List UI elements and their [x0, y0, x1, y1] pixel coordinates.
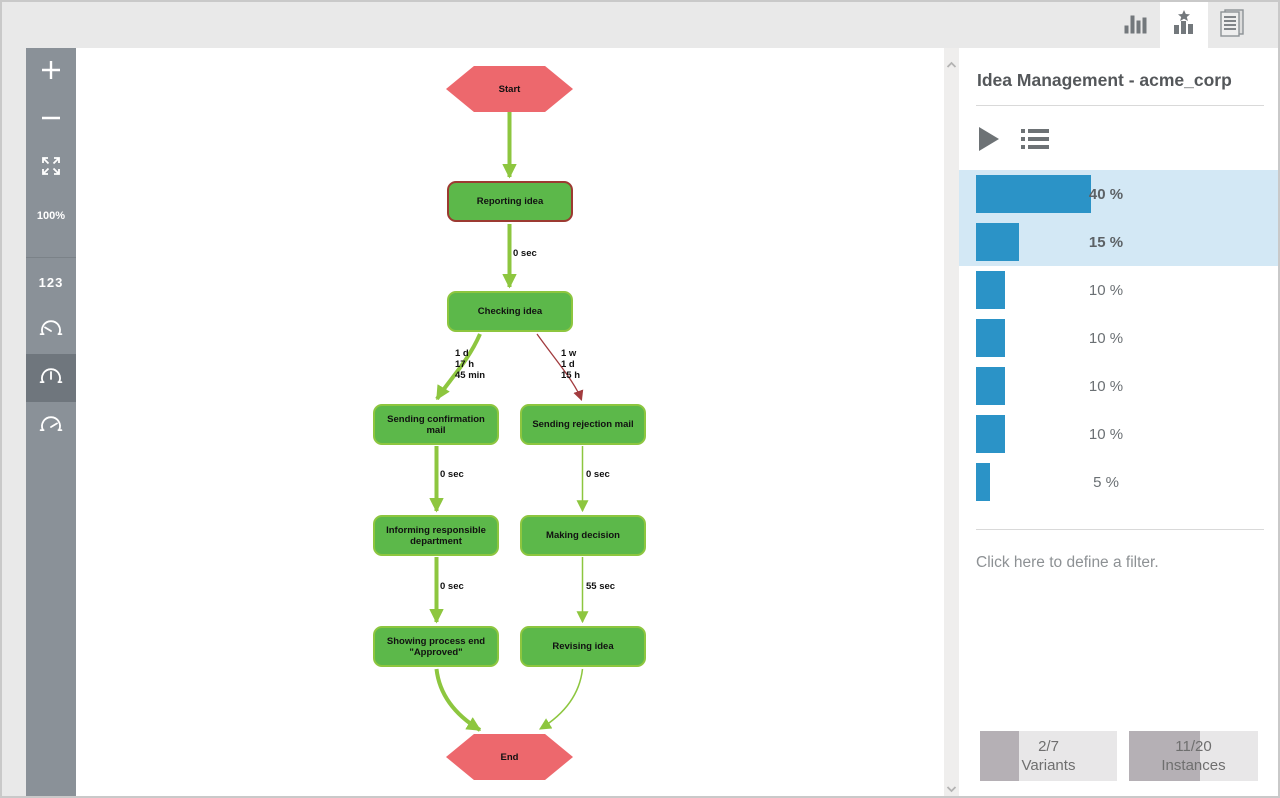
variant-percentage: 10 % [1088, 425, 1124, 443]
variants-sidebar: Idea Management - acme_corp 40 % 15 [959, 48, 1278, 796]
scroll-up-icon[interactable] [946, 56, 957, 68]
edge-duration-label: 0 sec [513, 248, 537, 259]
divider [976, 105, 1264, 106]
node-making-decision[interactable]: Making decision [520, 515, 646, 556]
selection-stats: 2/7 Variants 11/20 Instances [959, 731, 1278, 781]
plus-icon [39, 58, 63, 87]
node-reporting-idea[interactable]: Reporting idea [447, 181, 573, 222]
variant-bar [976, 271, 1005, 309]
node-showing-process-end-approved[interactable]: Showing process end "Approved" [373, 626, 499, 667]
dataset-title: Idea Management - acme_corp [977, 70, 1232, 90]
edge-duration-label: 1 d 17 h 45 min [455, 348, 486, 381]
edge-duration-label: 0 sec [586, 469, 610, 480]
process-map-canvas[interactable]: Start Reporting idea Checking idea Sendi… [76, 48, 944, 796]
star-bars-icon [1169, 8, 1199, 43]
zoom-in-button[interactable] [26, 48, 76, 96]
tab-variants-view[interactable] [1160, 2, 1208, 48]
zoom-level-text: 100% [36, 210, 66, 222]
document-icon [1217, 8, 1247, 43]
edge-duration-label: 0 sec [440, 469, 464, 480]
variant-percentage: 40 % [1088, 185, 1124, 203]
minus-icon [39, 106, 63, 135]
variant-percentage: 10 % [1088, 377, 1124, 395]
node-informing-responsible-department[interactable]: Informing responsible department [373, 515, 499, 556]
node-sending-confirmation-mail[interactable]: Sending confirmation mail [373, 404, 499, 445]
play-animation-button[interactable] [977, 125, 1001, 158]
performance-median-button[interactable] [26, 354, 76, 402]
variant-row-3[interactable]: 10 % [959, 266, 1278, 314]
variant-percentage: 15 % [1088, 233, 1124, 251]
vertical-scrollbar[interactable] [944, 48, 959, 796]
node-label: Start [498, 83, 521, 95]
variant-row-6[interactable]: 10 % [959, 410, 1278, 458]
process-edges [429, 112, 589, 732]
gauge-median-icon [38, 365, 64, 392]
variant-percentage: 5 % [1093, 473, 1119, 491]
expand-arrows-icon [40, 155, 62, 182]
performance-high-button[interactable] [26, 402, 76, 450]
zoom-level-indicator: 100% [26, 192, 76, 240]
variants-label: Variants [1021, 757, 1076, 774]
view-tabs [1112, 2, 1256, 48]
toolbar-divider [26, 240, 76, 258]
variants-stat-box: 2/7 Variants [980, 731, 1117, 781]
variant-list-button[interactable] [1021, 127, 1049, 156]
edge-duration-label: 0 sec [440, 581, 464, 592]
variant-bar [976, 463, 991, 501]
variant-bar [976, 319, 1005, 357]
node-label: Sending rejection mail [532, 419, 634, 430]
define-filter-link[interactable]: Click here to define a filter. [976, 554, 1159, 571]
node-label: End [500, 751, 519, 763]
node-end[interactable]: End [446, 734, 573, 780]
performance-low-button[interactable] [26, 306, 76, 354]
node-label: Revising idea [552, 641, 614, 652]
gauge-low-icon [38, 317, 64, 344]
gauge-high-icon [38, 413, 64, 440]
variant-row-2[interactable]: 15 % [959, 218, 1278, 266]
top-bar [2, 2, 1278, 48]
node-label: Checking idea [477, 306, 543, 317]
edge-duration-label: 1 w 1 d 15 h [561, 348, 581, 381]
node-label: Reporting idea [476, 196, 544, 207]
node-start[interactable]: Start [446, 66, 573, 112]
node-label: Sending confirmation mail [387, 413, 485, 436]
instances-label: Instances [1161, 757, 1226, 774]
variant-percentage: 10 % [1088, 329, 1124, 347]
variant-bar [976, 175, 1091, 213]
tab-log-view[interactable] [1208, 2, 1256, 48]
variants-count: 2/7 [1038, 738, 1059, 755]
edge-duration-label: 55 sec [586, 581, 616, 592]
variant-bar [976, 223, 1020, 261]
variant-bar [976, 367, 1005, 405]
fit-to-screen-button[interactable] [26, 144, 76, 192]
node-label: Informing responsible department [386, 524, 486, 547]
variant-row-5[interactable]: 10 % [959, 362, 1278, 410]
zoom-out-button[interactable] [26, 96, 76, 144]
node-label: Showing process end "Approved" [386, 635, 486, 658]
variant-row-7[interactable]: 5 % [959, 458, 1278, 506]
variant-row-4[interactable]: 10 % [959, 314, 1278, 362]
scroll-down-icon[interactable] [946, 780, 957, 793]
tab-chart-view[interactable] [1112, 2, 1160, 48]
variant-percentage: 10 % [1088, 281, 1124, 299]
node-sending-rejection-mail[interactable]: Sending rejection mail [520, 404, 646, 445]
divider [976, 529, 1264, 530]
instances-stat-box: 11/20 Instances [1129, 731, 1258, 781]
instances-count: 11/20 [1175, 738, 1212, 755]
variant-bar [976, 415, 1005, 453]
stat-fill [1129, 731, 1200, 781]
variant-frequency-list: 40 % 15 % 10 % 10 % 10 % 10 % [959, 170, 1278, 506]
bar-chart-icon [1121, 8, 1151, 43]
variant-row-1[interactable]: 40 % [959, 170, 1278, 218]
node-revising-idea[interactable]: Revising idea [520, 626, 646, 667]
show-frequencies-button[interactable]: 123 [26, 258, 76, 306]
stat-fill [980, 731, 1020, 781]
node-checking-idea[interactable]: Checking idea [447, 291, 573, 332]
map-toolbar: 100% 123 [26, 48, 76, 796]
numbers-label: 123 [38, 274, 64, 290]
node-label: Making decision [546, 530, 620, 541]
